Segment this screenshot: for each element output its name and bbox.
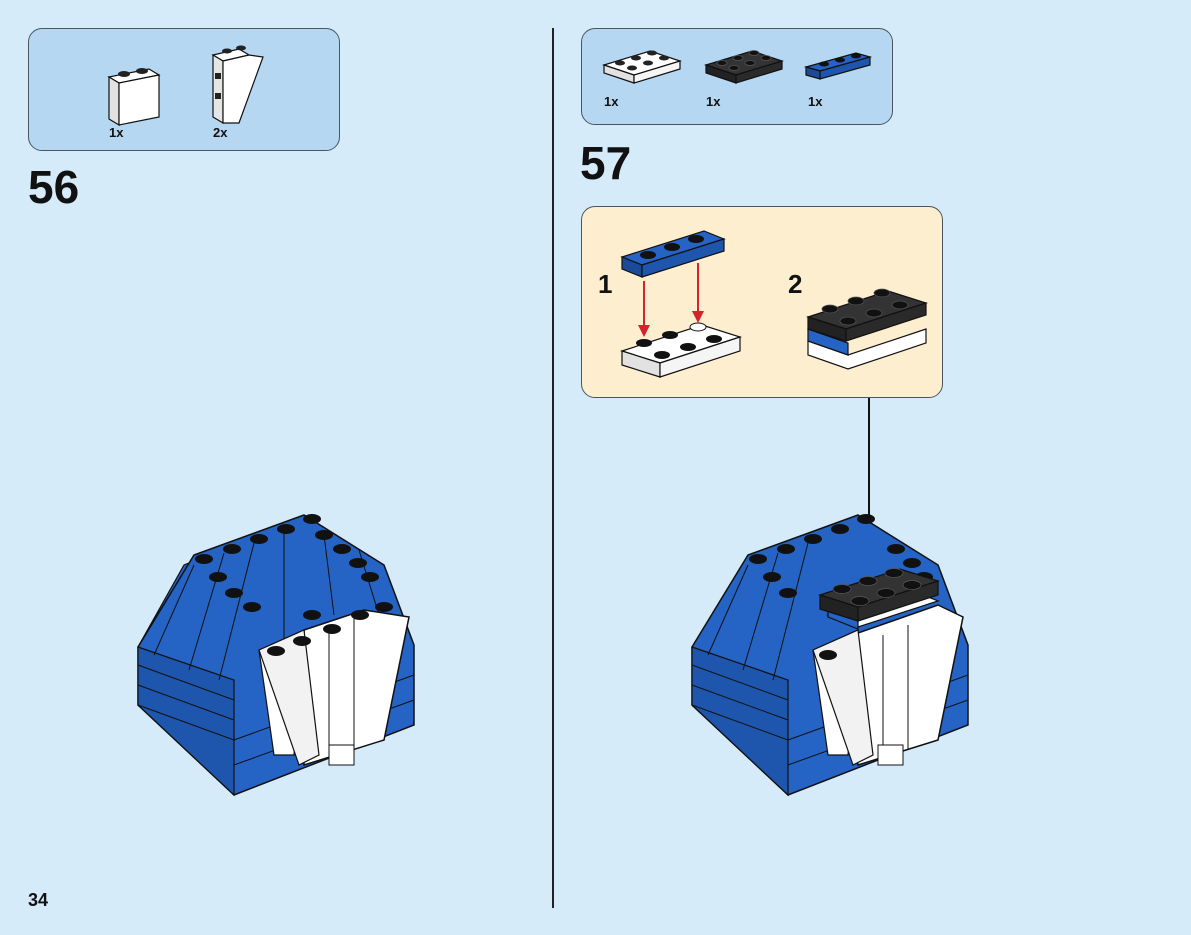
substep-number-2: 2 (788, 269, 802, 300)
page-number: 34 (28, 890, 48, 911)
part-qty-white-plate: 1x (604, 94, 618, 109)
white-brick-icon (107, 61, 167, 131)
substep2-illustration (804, 287, 934, 387)
step-number-57: 57 (580, 140, 631, 186)
substep-number-1: 1 (598, 269, 612, 300)
step-number-56: 56 (28, 164, 79, 210)
step56-model-illustration (134, 505, 424, 805)
blue-plate-icon (804, 49, 874, 83)
part-qty-white-brick: 1x (109, 125, 123, 140)
page-divider (552, 28, 554, 908)
sub-assembly-box: 1 2 (581, 206, 943, 398)
step57-model-illustration (688, 505, 978, 805)
white-slope-brick-icon (209, 43, 269, 123)
black-plate-icon (704, 43, 786, 83)
substep1-illustration (618, 219, 748, 379)
part-qty-white-slope: 2x (213, 125, 227, 140)
part-qty-blue-plate: 1x (808, 94, 822, 109)
white-plate-icon (602, 43, 684, 83)
part-qty-black-plate: 1x (706, 94, 720, 109)
step56-parts-box: 1x 2x (28, 28, 340, 151)
step57-parts-box: 1x 1x 1x (581, 28, 893, 125)
